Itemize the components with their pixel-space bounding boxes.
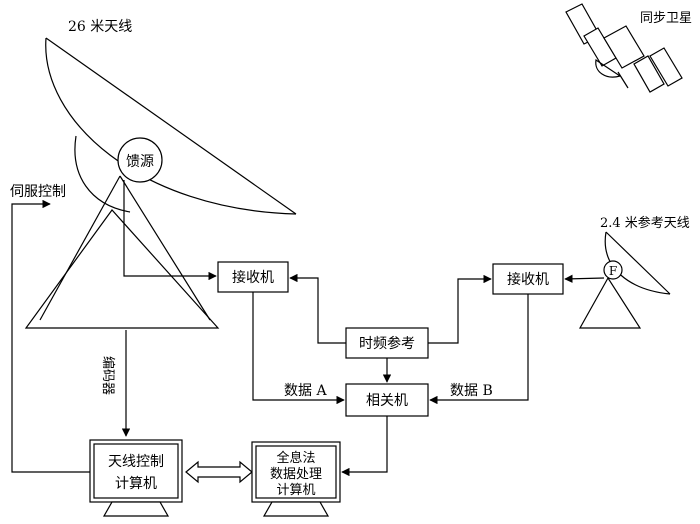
monitor-stand-left	[102, 501, 170, 517]
link-feed-to-receiver-right	[564, 274, 605, 284]
feed-small-label: F	[609, 264, 617, 278]
feed-horn	[117, 137, 163, 183]
feed-small	[603, 260, 623, 280]
antenna-24m: F 2.4 米参考天线	[578, 215, 690, 329]
holo-line2: 数据处理	[270, 467, 322, 482]
antenna-26m: 馈源 26 米天线	[24, 19, 297, 329]
link-ref-to-receiver-right	[428, 274, 492, 344]
bidirectional-arrow	[185, 460, 253, 484]
data-a-label: 数据 A	[284, 383, 327, 399]
antenna-ctrl-line2: 计算机	[115, 476, 157, 492]
receiver-right-box	[492, 263, 564, 295]
encoder-label: 编码器	[100, 356, 115, 395]
servo-control-label: 伺服控制	[10, 184, 66, 200]
monitor-screen-right	[255, 445, 337, 499]
dish-26m-reflector	[45, 37, 297, 215]
double-arrow	[185, 460, 253, 484]
solar-panel-3	[633, 55, 665, 93]
antenna-26m-pedestal	[24, 209, 220, 329]
link-receiver-right-to-correlator	[429, 294, 529, 405]
dish-26m-back	[74, 135, 131, 213]
correlator-label: 相关机	[366, 393, 408, 409]
antenna-24m-pedestal	[578, 276, 642, 329]
time-freq-ref-label: 时频参考	[359, 335, 415, 352]
holo-line3: 计算机	[276, 483, 315, 498]
link-feed-to-receiver-left	[123, 180, 217, 281]
link-receiver-left-to-correlator	[252, 292, 345, 405]
receiver-left-box	[217, 261, 289, 293]
time-freq-ref-box	[345, 327, 429, 359]
monitor-screen-left	[93, 443, 179, 499]
satellite-label: 同步卫星	[640, 11, 692, 26]
dish-24m-rim	[605, 231, 671, 295]
receiver-right-label: 接收机	[507, 271, 549, 288]
feed-label: 馈源	[126, 154, 154, 170]
solar-panel-4	[649, 47, 683, 87]
satellite-icon: 同步卫星	[565, 3, 692, 93]
holo-line1: 全息法	[276, 450, 315, 466]
link-ref-to-receiver-left	[289, 273, 346, 344]
antenna-26m-label: 26 米天线	[68, 19, 132, 35]
satellite-body	[603, 25, 645, 69]
receiver-left-label: 接收机	[232, 269, 274, 286]
antenna-control-computer: 天线控制 计算机	[89, 439, 183, 517]
antenna-24m-label: 2.4 米参考天线	[600, 215, 690, 231]
link-correlator-to-holo	[341, 416, 388, 477]
antenna-ctrl-line1: 天线控制	[108, 454, 164, 470]
holo-processing-computer: 全息法 数据处理 计算机	[251, 441, 341, 517]
correlator-box	[345, 383, 429, 417]
satellite-boom	[617, 71, 629, 89]
monitor-stand-right	[262, 501, 330, 517]
feed-strut-left	[39, 175, 121, 321]
link-servo-control	[11, 199, 90, 473]
feed-strut-right	[119, 175, 211, 321]
dish-26m-rim	[45, 37, 297, 215]
data-b-label: 数据 B	[450, 383, 493, 399]
